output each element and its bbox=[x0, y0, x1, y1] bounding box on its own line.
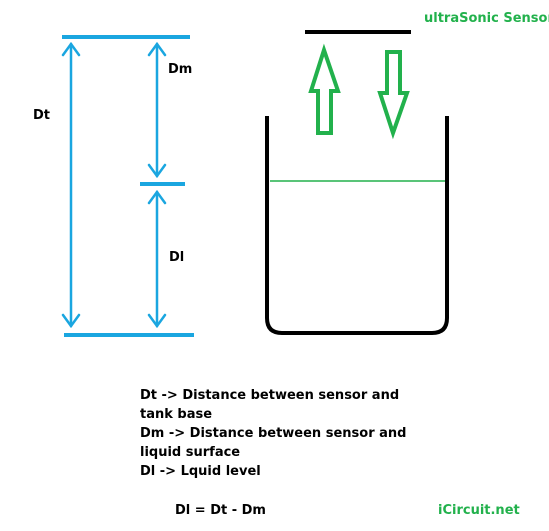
echo-arrow-icon bbox=[377, 50, 410, 140]
legend-line: Dl -> Lquid level bbox=[140, 464, 261, 479]
legend-line: liquid surface bbox=[140, 445, 241, 460]
brand-label: iCircuit.net bbox=[438, 503, 520, 518]
dt-dimension-arrow bbox=[61, 41, 81, 329]
dm-label: Dm bbox=[168, 62, 193, 77]
legend-line: tank base bbox=[140, 407, 213, 422]
legend-line: Dm -> Distance between sensor and bbox=[140, 426, 407, 441]
legend: Dt -> Distance between sensor and tank b… bbox=[140, 386, 407, 481]
tank bbox=[265, 116, 449, 335]
transmit-arrow-icon bbox=[308, 43, 341, 135]
formula: Dl = Dt - Dm bbox=[175, 503, 266, 518]
dl-dimension-arrow bbox=[147, 189, 167, 329]
dm-dimension-arrow bbox=[147, 41, 167, 179]
dt-label: Dt bbox=[33, 108, 51, 123]
measurement-lines bbox=[61, 35, 194, 337]
legend-line: Dt -> Distance between sensor and bbox=[140, 388, 400, 403]
sensor-title: ultraSonic Sensor bbox=[424, 11, 549, 26]
dl-label: Dl bbox=[169, 250, 185, 265]
